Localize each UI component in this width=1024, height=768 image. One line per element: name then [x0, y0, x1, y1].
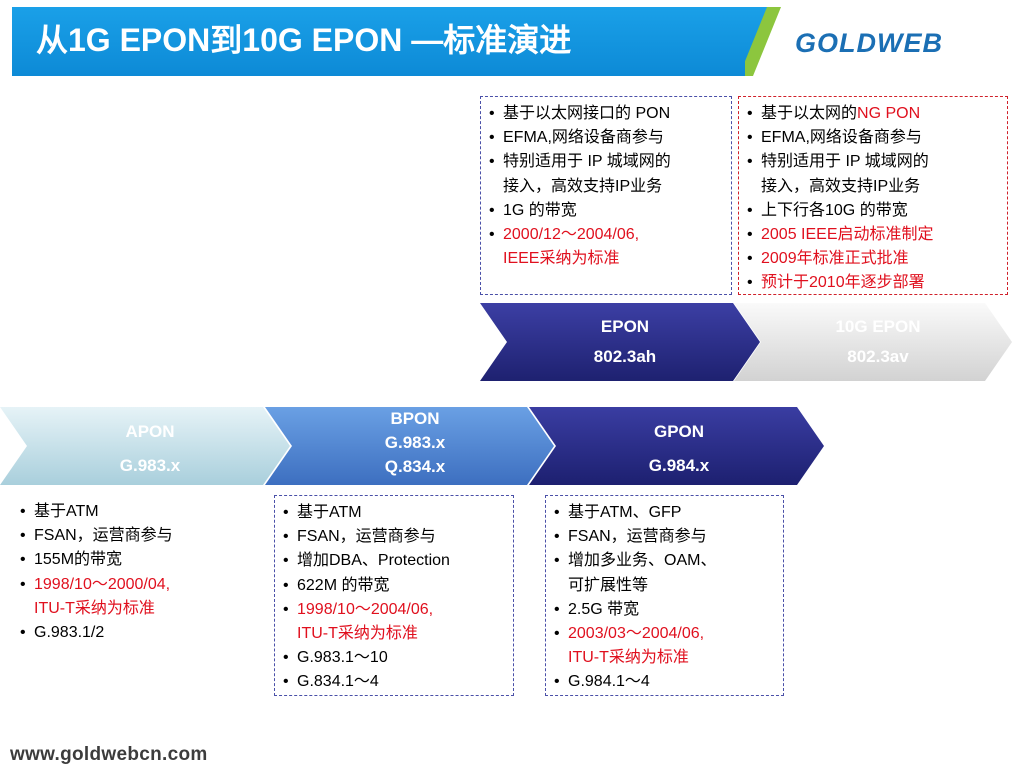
10g-epon-label: 10G EPON 802.3av	[808, 312, 948, 372]
arrow-epon	[480, 303, 760, 381]
list-item: 622M 的带宽	[281, 574, 507, 598]
list-item-text: 基于以太网的	[761, 105, 858, 122]
bpon-info-box: 基于ATM FSAN，运营商参与 增加DBA、Protection 622M 的…	[274, 495, 514, 696]
list-item: FSAN，运营商参与	[552, 525, 777, 549]
list-item-text: 可扩展性等	[568, 576, 649, 594]
list-item-text: IEEE采纳为标准	[503, 250, 620, 268]
logo-panel	[745, 7, 1012, 76]
gpon-std: G.984.x	[648, 456, 710, 475]
list-item: 增加DBA、Protection	[281, 549, 507, 573]
list-item: G.984.1～4	[552, 670, 777, 694]
list-item: 2005 IEEE启动标准制定	[745, 223, 1001, 247]
list-item: 2009年标准正式批准	[745, 247, 1001, 271]
list-item: 基于以太网接口的 PON	[487, 102, 725, 126]
gpon-name: GPON	[653, 422, 705, 441]
bpon-std2: Q.834.x	[384, 457, 446, 476]
10g-epon-info-box: 基于以太网的NG PON EFMA,网络设备商参与 特别适用于 IP 城域网的接…	[738, 96, 1008, 296]
list-item: FSAN，运营商参与	[18, 524, 246, 548]
footer-url: www.goldwebcn.com	[10, 744, 208, 765]
page-title: 从1G EPON到10G EPON —标准演进	[36, 22, 572, 58]
list-item-text: 特别适用于 IP 城域网的	[761, 153, 929, 171]
bpon-label: BPON G.983.x Q.834.x	[345, 407, 485, 479]
bpon-name: BPON	[390, 409, 440, 428]
goldweb-logo: GOLDWEB	[795, 28, 943, 58]
10g-epon-std: 802.3av	[847, 347, 909, 366]
list-item: 基于ATM	[18, 500, 246, 524]
list-item: FSAN，运营商参与	[281, 525, 507, 549]
list-item: 增加多业务、OAM、可扩展性等	[552, 549, 777, 597]
list-item: G.983.1～10	[281, 646, 507, 670]
list-item: 基于ATM	[281, 501, 507, 525]
ng-pon-highlight: NG PON	[857, 105, 921, 122]
list-item: 1G 的带宽	[487, 199, 725, 223]
list-item-text: ITU-T采纳为标准	[297, 625, 418, 643]
list-item: 2.5G 带宽	[552, 598, 777, 622]
apon-std: G.983.x	[119, 456, 181, 475]
list-item-text: 增加多业务、OAM、	[568, 552, 717, 570]
epon-std: 802.3ah	[593, 347, 657, 366]
bpon-std1: G.983.x	[384, 433, 446, 452]
list-item: 1998/10～2004/06, ITU-T采纳为标准	[281, 598, 507, 646]
apon-info-list: 基于ATM FSAN，运营商参与 155M的带宽 1998/10～2000/04…	[12, 495, 252, 655]
list-item-text: 2000/12～2004/06,	[503, 226, 640, 244]
list-item-text: 2003/03～2004/06,	[568, 625, 705, 643]
list-item: 基于以太网的NG PON	[745, 102, 1001, 126]
gpon-info-box: 基于ATM、GFP FSAN，运营商参与 增加多业务、OAM、可扩展性等 2.5…	[545, 495, 784, 696]
epon-label: EPON 802.3ah	[555, 312, 695, 372]
10g-epon-name: 10G EPON	[835, 317, 921, 336]
epon-info-box: 基于以太网接口的 PON EFMA,网络设备商参与 特别适用于 IP 城域网的接…	[480, 96, 732, 295]
list-item-text: ITU-T采纳为标准	[568, 649, 689, 667]
list-item: G.983.1/2	[18, 621, 246, 645]
list-item: 上下行各10G 的带宽	[745, 199, 1001, 223]
gpon-label: GPON G.984.x	[609, 415, 749, 483]
list-item-text: ITU-T采纳为标准	[34, 599, 155, 617]
arrow-gpon	[529, 407, 824, 485]
arrow-bpon	[265, 407, 554, 485]
list-item-text: 1998/10～2004/06,	[297, 600, 434, 618]
list-item: 1998/10～2000/04, ITU-T采纳为标准	[18, 573, 246, 621]
apon-name: APON	[125, 422, 175, 441]
list-item-text: 接入，高效支持IP业务	[503, 177, 663, 195]
list-item: EFMA,网络设备商参与	[487, 126, 725, 150]
list-item: 基于ATM、GFP	[552, 501, 777, 525]
list-item-text: 特别适用于 IP 城域网的	[503, 153, 671, 171]
arrow-10g-epon	[734, 303, 1012, 381]
list-item: 2003/03～2004/06, ITU-T采纳为标准	[552, 622, 777, 670]
list-item: EFMA,网络设备商参与	[745, 126, 1001, 150]
list-item-text: 1998/10～2000/04,	[34, 575, 171, 593]
apon-label: APON G.983.x	[80, 415, 220, 483]
arrow-apon	[0, 407, 290, 485]
list-item: G.834.1～4	[281, 670, 507, 694]
list-item-text: 接入，高效支持IP业务	[761, 177, 921, 195]
list-item: 预计于2010年逐步部署	[745, 271, 1001, 295]
epon-name: EPON	[600, 317, 650, 336]
list-item: 2000/12～2004/06, IEEE采纳为标准	[487, 223, 725, 271]
list-item: 155M的带宽	[18, 548, 246, 572]
